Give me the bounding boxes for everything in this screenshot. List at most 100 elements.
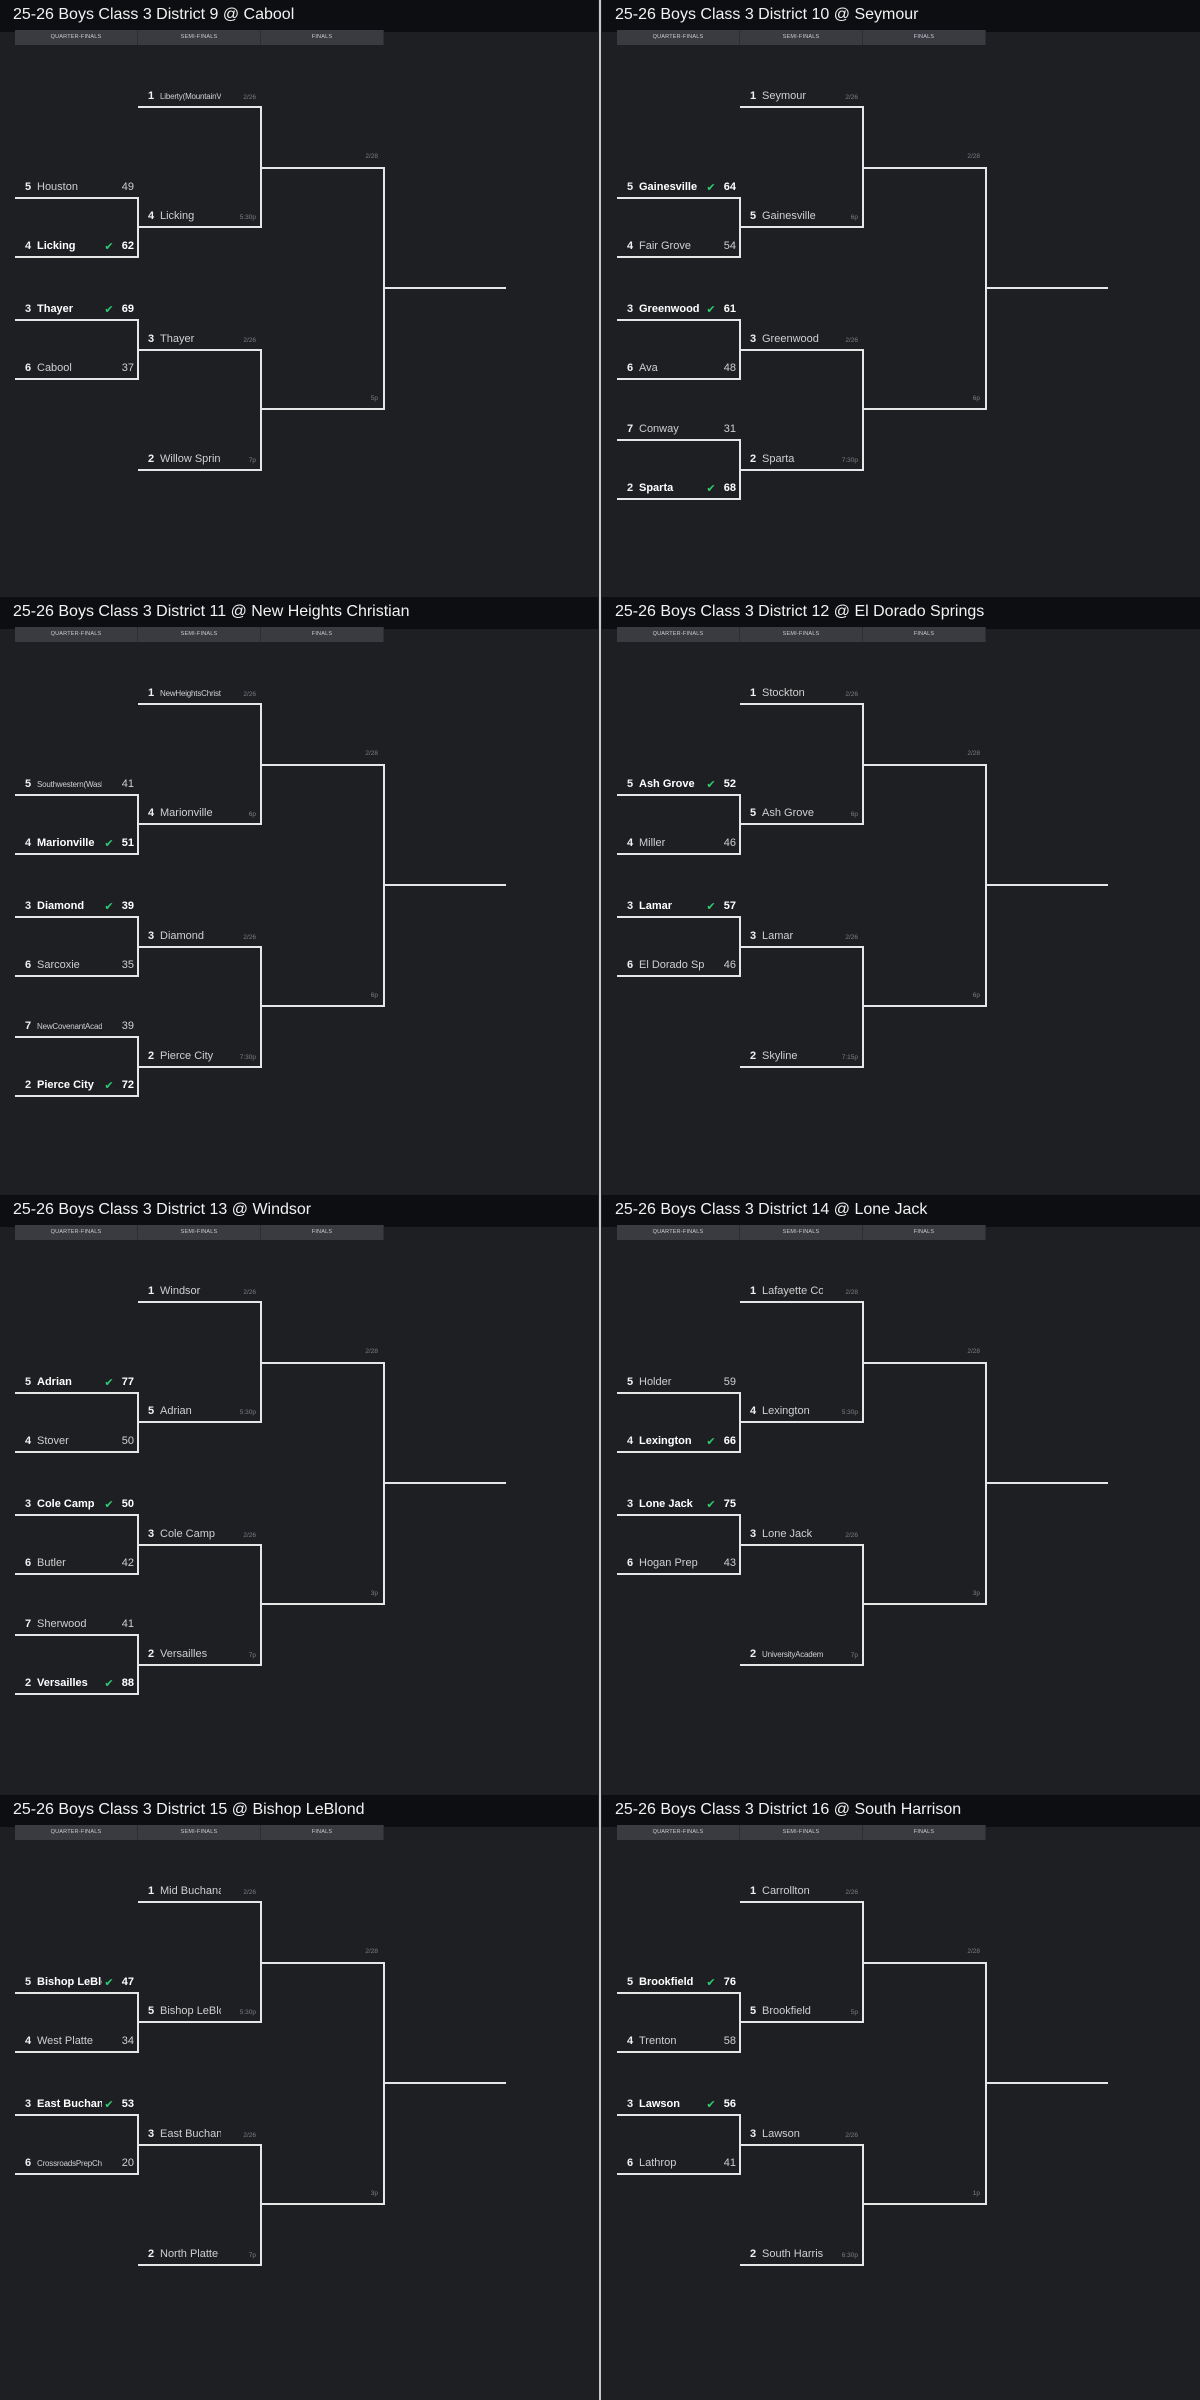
semifinal-team[interactable]: 3 Cole Camp (148, 1526, 221, 1542)
round-header: SEMI-FINALS (138, 1225, 261, 1240)
seed-number: 5 (148, 2005, 155, 2017)
team-name: Thayer (37, 303, 74, 315)
seed-number: 4 (25, 1435, 32, 1447)
team-name: Stover (37, 1435, 69, 1447)
final-match (261, 1962, 385, 2205)
team-name: Cole Camp (160, 1528, 216, 1540)
quarterfinal-team[interactable]: 6El Dorado Springs46 (627, 957, 736, 973)
game-date: 2/26 (243, 691, 256, 698)
seed-number: 3 (627, 1498, 634, 1510)
seed-number: 3 (750, 2128, 757, 2140)
district-bracket: 25-26 Boys Class 3 District 11 @ New Hei… (0, 597, 598, 1195)
bracket-title: 25-26 Boys Class 3 District 14 @ Lone Ja… (615, 1201, 928, 1218)
game-time: 5:30p (841, 1409, 858, 1416)
team-score: 77 (121, 1376, 134, 1388)
seed-number: 1 (750, 687, 757, 699)
seed-number: 4 (627, 837, 634, 849)
quarterfinal-team[interactable]: 7NewCovenantAcademy39 (25, 1018, 134, 1034)
team-name: Conway (639, 423, 679, 435)
quarterfinal-team[interactable]: 6CrossroadsPrepCharter20 (25, 2155, 134, 2171)
check-icon: ✔ (706, 778, 716, 791)
title-bar: 25-26 Boys Class 3 District 10 @ Seymour (602, 0, 1200, 32)
team-name: Thayer (160, 333, 195, 345)
team-score: 34 (121, 2035, 134, 2047)
check-icon: ✔ (706, 2098, 716, 2111)
seed-number: 2 (750, 453, 757, 465)
seed-number: 4 (627, 240, 634, 252)
semifinal-team[interactable]: 2UniversityAcademyCharter (750, 1646, 823, 1662)
round-header: FINALS (863, 1225, 986, 1240)
seed-number: 3 (148, 1528, 155, 1540)
semifinal-team[interactable]: 1NewHeightsChristian (148, 685, 221, 701)
team-name: Licking (160, 210, 195, 222)
check-icon: ✔ (706, 482, 716, 495)
round-header: QUARTER-FINALS (15, 1825, 138, 1840)
final-date: 2/28 (967, 1948, 980, 1955)
